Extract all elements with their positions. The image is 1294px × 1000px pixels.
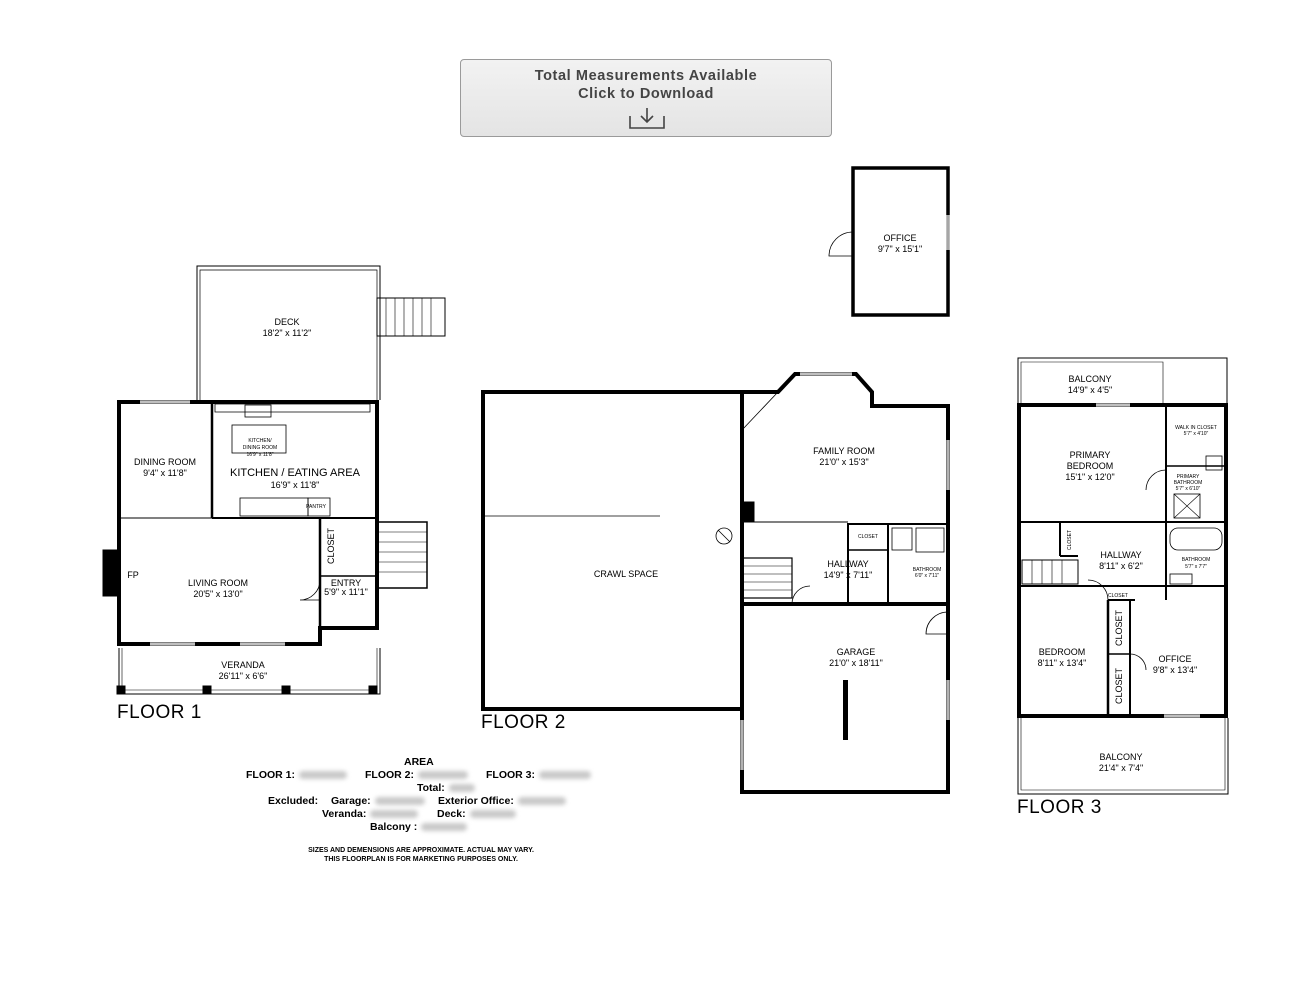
floor-3-label: FLOOR 3 <box>1017 797 1102 818</box>
area-total-value-blurred <box>448 784 475 793</box>
download-measurements-button[interactable]: Total Measurements Available Click to Do… <box>460 59 832 137</box>
exterior-office-structure <box>828 166 950 317</box>
label-closet-f3a: CLOSET <box>1067 530 1073 550</box>
label-dining-room: DINING ROOM <box>134 457 196 467</box>
label-entry: ENTRY <box>331 578 361 588</box>
floor3-structure <box>1017 357 1229 795</box>
area-deck-value-blurred <box>469 810 516 819</box>
download-line-1: Total Measurements Available <box>534 68 758 84</box>
label-kitchen: KITCHEN / EATING AREA <box>230 467 361 479</box>
area-veranda-row: Veranda: <box>322 808 419 820</box>
label-balcony-top: BALCONY <box>1068 374 1111 384</box>
dim-walkin-closet: 5'7" x 4'10" <box>1184 431 1209 437</box>
dim-deck: 18'2" x 11'2" <box>263 328 312 338</box>
dim-bathroom-f2: 6'0" x 7'11" <box>915 573 939 579</box>
dim-office-f3: 9'8" x 13'4" <box>1153 665 1197 675</box>
area-garage-row: Garage: <box>331 795 425 807</box>
disclaimer: SIZES AND DEMENSIONS ARE APPROXIMATE. AC… <box>271 846 571 864</box>
label-closet-f2: CLOSET <box>858 534 878 540</box>
label-primary-bathroom-1: PRIMARY <box>1177 474 1200 480</box>
area-floor1-row: FLOOR 1: <box>246 769 347 781</box>
area-balcony-label: Balcony : <box>370 821 418 833</box>
area-total-row: Total: <box>417 782 475 794</box>
label-veranda: VERANDA <box>221 660 265 670</box>
area-deck-row: Deck: <box>437 808 516 820</box>
dim-dining-room: 9'4" x 11'8" <box>143 468 187 478</box>
label-balcony-bottom: BALCONY <box>1099 752 1142 762</box>
dim-balcony-bottom: 21'4" x 7'4" <box>1099 763 1143 773</box>
area-floor2-row: FLOOR 2: <box>365 769 468 781</box>
area-total-label: Total: <box>417 782 445 794</box>
dim-hallway-f2: 14'9" x 7'11" <box>824 570 873 580</box>
area-garage-value-blurred <box>374 797 425 806</box>
dim-primary-bedroom: 15'1" x 12'0" <box>1065 472 1114 482</box>
floor-1-label: FLOOR 1 <box>117 702 202 723</box>
dim-office-ext: 9'7" x 15'1" <box>878 244 922 254</box>
label-crawl-space: CRAWL SPACE <box>594 569 658 579</box>
label-primary-bedroom-2: BEDROOM <box>1067 461 1114 471</box>
area-deck-label: Deck: <box>437 808 466 820</box>
area-floor2-label: FLOOR 2: <box>365 769 414 781</box>
label-primary-bathroom-2: BATHROOM <box>1174 480 1203 486</box>
floor2-structure <box>481 372 950 794</box>
dim-bathroom-f3: 5'7" x 7'7" <box>1185 564 1207 570</box>
area-floor1-label: FLOOR 1: <box>246 769 295 781</box>
area-title: AREA <box>404 756 434 768</box>
label-bathroom-f2: BATHROOM <box>913 567 942 573</box>
disclaimer-line-2: THIS FLOORPLAN IS FOR MARKETING PURPOSES… <box>324 856 518 863</box>
area-ext-office-value-blurred <box>517 797 566 806</box>
label-garage: GARAGE <box>837 647 876 657</box>
area-floor3-label: FLOOR 3: <box>486 769 535 781</box>
dim-primary-bathroom: 5'7" x 6'10" <box>1176 486 1201 492</box>
dim-veranda: 26'11" x 6'6" <box>219 671 268 681</box>
download-icon <box>629 108 665 129</box>
label-kitchen-small-1: KITCHEN/ <box>248 438 272 444</box>
label-closet-f3c: CLOSET <box>1114 609 1124 646</box>
label-bathroom-f3: BATHROOM <box>1182 557 1211 563</box>
area-balcony-value-blurred <box>421 823 468 832</box>
disclaimer-line-1: SIZES AND DEMENSIONS ARE APPROXIMATE. AC… <box>308 847 534 854</box>
area-veranda-value-blurred <box>370 810 419 819</box>
label-closet-f3b: CLOSET <box>1108 593 1128 599</box>
label-hallway-f3: HALLWAY <box>1100 550 1141 560</box>
area-floor2-value-blurred <box>418 771 468 780</box>
dim-bedroom: 8'11" x 13'4" <box>1038 658 1087 668</box>
label-fireplace: FP <box>127 570 139 580</box>
dim-hallway-f3: 8'11" x 6'2" <box>1099 561 1143 571</box>
floor1-structure <box>102 265 446 695</box>
area-balcony-row: Balcony : <box>370 821 468 833</box>
label-primary-bedroom-1: PRIMARY <box>1070 450 1111 460</box>
label-closet-f3d: CLOSET <box>1114 667 1124 704</box>
label-pantry: PANTRY <box>306 504 326 510</box>
dim-living-room: 20'5" x 13'0" <box>193 589 242 599</box>
label-family-room: FAMILY ROOM <box>813 446 875 456</box>
label-closet-f1: CLOSET <box>326 527 336 564</box>
dim-entry: 5'9" x 11'1" <box>324 587 368 597</box>
label-bedroom: BEDROOM <box>1039 647 1086 657</box>
area-floor3-row: FLOOR 3: <box>486 769 591 781</box>
label-walkin-closet: WALK IN CLOSET <box>1175 425 1217 431</box>
dim-family-room: 21'0" x 15'3" <box>819 457 868 467</box>
dim-garage: 21'0" x 18'11" <box>829 658 883 668</box>
label-office-ext: OFFICE <box>884 233 917 243</box>
area-ext-office-label: Exterior Office: <box>438 795 514 807</box>
area-floor3-value-blurred <box>539 771 591 780</box>
label-living-room: LIVING ROOM <box>188 578 248 588</box>
area-garage-label: Garage: <box>331 795 371 807</box>
dim-kitchen-small: 16'9" x 11'8" <box>246 452 273 458</box>
label-kitchen-small-2: DINING ROOM <box>243 445 277 451</box>
floor-2-label: FLOOR 2 <box>481 712 566 733</box>
label-office-f3: OFFICE <box>1159 654 1192 664</box>
download-line-2: Click to Download <box>578 86 714 102</box>
label-hallway-f2: HALLWAY <box>827 559 868 569</box>
dim-balcony-top: 14'9" x 4'5" <box>1068 385 1112 395</box>
area-ext-office-row: Exterior Office: <box>438 795 566 807</box>
label-deck: DECK <box>274 317 299 327</box>
area-excluded-label: Excluded: <box>268 795 319 807</box>
dim-kitchen: 16'9" x 11'8" <box>271 480 320 490</box>
area-veranda-label: Veranda: <box>322 808 367 820</box>
area-floor1-value-blurred <box>299 771 347 780</box>
